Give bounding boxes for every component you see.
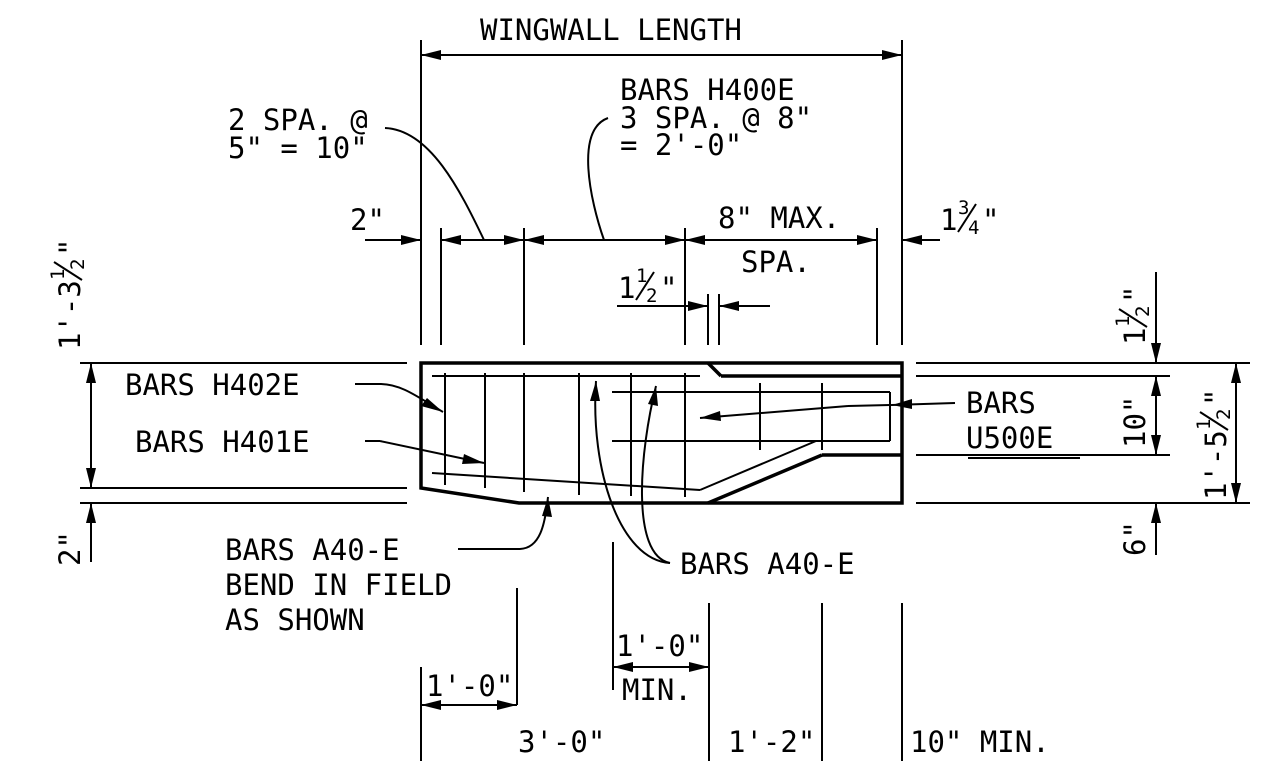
spa-note-line-2: 5" = 10": [228, 131, 368, 165]
dim-2in-label: 2": [350, 203, 385, 237]
bars-h401e-label: BARS H401E: [135, 425, 310, 459]
right-1-5-main: 1'-5: [1199, 430, 1233, 500]
right-10in: 10": [1118, 396, 1152, 448]
bars-u500e-2: U500E: [966, 421, 1053, 455]
dim-1-1-2-den: 2: [646, 285, 657, 307]
dim-1-3-1-2-den: 2: [67, 259, 89, 270]
right-6in: 6": [1118, 521, 1152, 556]
dim-1-1-2-whole: 1: [618, 271, 635, 305]
right-1-5-inch: ": [1199, 389, 1233, 406]
dim-1-1-2-num: 1: [636, 265, 647, 287]
max-spa-label-2: SPA.: [741, 245, 811, 279]
dim-10-min-label: 10" MIN.: [910, 725, 1050, 759]
left-vertical-dimensions: 1'-3 1 2 " 2": [47, 239, 407, 566]
bars-a40e-left-1: BARS A40-E: [225, 533, 400, 567]
bars-a40e-right: BARS A40-E: [680, 547, 855, 581]
right-1-5-den: 2: [1213, 409, 1235, 420]
dim-1-0-left: 1'-0": [426, 669, 513, 703]
right-1-1-2-den: 2: [1132, 306, 1154, 317]
h400e-line-2: 3 SPA. @ 8": [620, 101, 812, 135]
wingwall-section: [419, 361, 904, 505]
wingwall-length-dimension: WINGWALL LENGTH: [420, 13, 903, 345]
bars-h400e-note: BARS H400E 3 SPA. @ 8" = 2'-0": [587, 73, 812, 241]
dim-1-3-1-2-main: 1'-3: [53, 280, 87, 350]
min-label: MIN.: [622, 673, 692, 707]
dim-1-1-2-center: 1 1 2 ": [617, 265, 770, 345]
dim-1-1-2-inch: ": [660, 271, 677, 305]
h400e-line-1: BARS H400E: [620, 73, 795, 107]
dim-1-2-label: 1'-2": [728, 725, 815, 759]
bars-u500e-1: BARS: [966, 386, 1036, 420]
dim-1-0-min: 1'-0": [616, 629, 703, 663]
dim-1-3-4-den: 4: [968, 217, 979, 239]
dim-1-3-1-2-inch: ": [53, 239, 87, 256]
dim-1-3-4-whole: 1: [940, 203, 957, 237]
dim-1-3-1-2-num: 1: [47, 269, 69, 280]
right-1-5-num: 1: [1193, 419, 1215, 430]
max-spa-label-1: 8" MAX.: [718, 201, 840, 235]
right-1-1-2-inch: ": [1118, 286, 1152, 303]
dim-3-0-label: 3'-0": [518, 725, 605, 759]
wingwall-length-label: WINGWALL LENGTH: [480, 13, 742, 47]
right-1-1-2-whole: 1: [1118, 328, 1152, 345]
bars-a40e-left-3: AS SHOWN: [225, 603, 365, 637]
bars-h402e-label: BARS H402E: [125, 368, 300, 402]
bars-a40e-left-2: BEND IN FIELD: [225, 568, 452, 602]
dim-1-3-4-num: 3: [958, 197, 969, 219]
bottom-dimensions: 1'-0" 1'-0" MIN. 3'-0" 1'-2" 10" MIN.: [420, 542, 1050, 761]
dim-2in-left: 2": [53, 531, 87, 566]
spa-note-line-1: 2 SPA. @: [228, 103, 368, 137]
spacing-note-2spa: 2 SPA. @ 5" = 10": [228, 103, 485, 241]
right-vertical-dimensions: 1 1 2 " 10" 1'-5 1 2 " 6": [916, 272, 1250, 556]
dim-1-3-4-inch: ": [982, 203, 999, 237]
bar-callouts: BARS H402E BARS H401E BARS A40-E BEND IN…: [125, 368, 1080, 637]
bar-spacing-dimensions: 2" 8" MAX. SPA. 1 3 4 ": [350, 197, 999, 345]
right-1-1-2-num: 1: [1112, 316, 1134, 327]
h400e-line-3: = 2'-0": [620, 128, 742, 162]
